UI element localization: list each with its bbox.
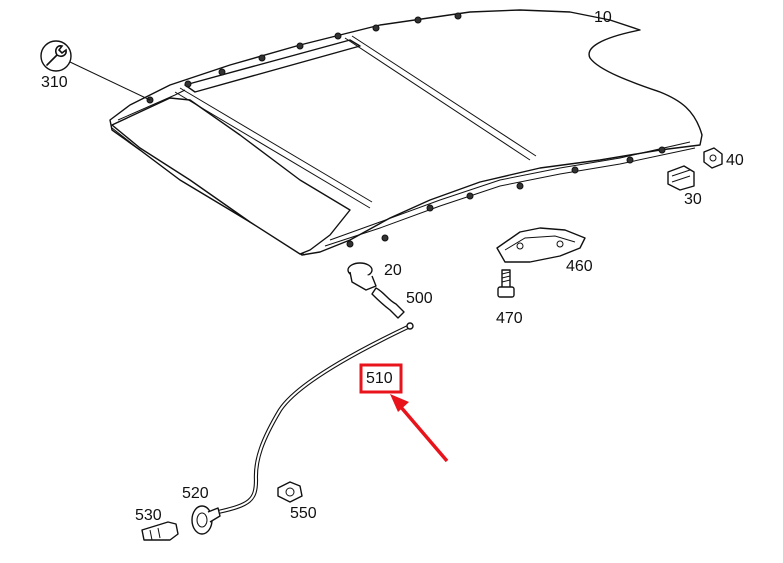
red-arrow-icon [390, 394, 449, 463]
roof-panel[interactable] [109, 9, 703, 256]
hose-clamp-part[interactable] [277, 481, 303, 503]
nut-part[interactable] [703, 147, 723, 169]
callout-550: 550 [290, 505, 317, 522]
clip-part[interactable] [667, 165, 695, 191]
bolt-part[interactable] [497, 269, 515, 298]
leader-310 [69, 61, 151, 101]
elbow-connector-part[interactable] [347, 262, 377, 291]
drain-hose-part[interactable] [215, 322, 414, 515]
callout-30: 30 [684, 191, 702, 208]
callout-10: 10 [594, 9, 612, 26]
highlight-box-510 [359, 363, 403, 394]
callout-40: 40 [726, 152, 744, 169]
callout-500: 500 [406, 290, 433, 307]
callout-20: 20 [384, 262, 402, 279]
callout-470: 470 [496, 310, 523, 327]
grommet-part[interactable] [191, 505, 221, 535]
callout-510: 510 [366, 370, 393, 387]
bracket-part[interactable] [496, 227, 586, 263]
hose-part[interactable] [371, 287, 405, 319]
wrench-icon [40, 40, 72, 72]
callout-530: 530 [135, 507, 162, 524]
callout-520: 520 [182, 485, 209, 502]
callout-460: 460 [566, 258, 593, 275]
callout-310: 310 [41, 74, 68, 91]
valve-part[interactable] [141, 521, 179, 541]
